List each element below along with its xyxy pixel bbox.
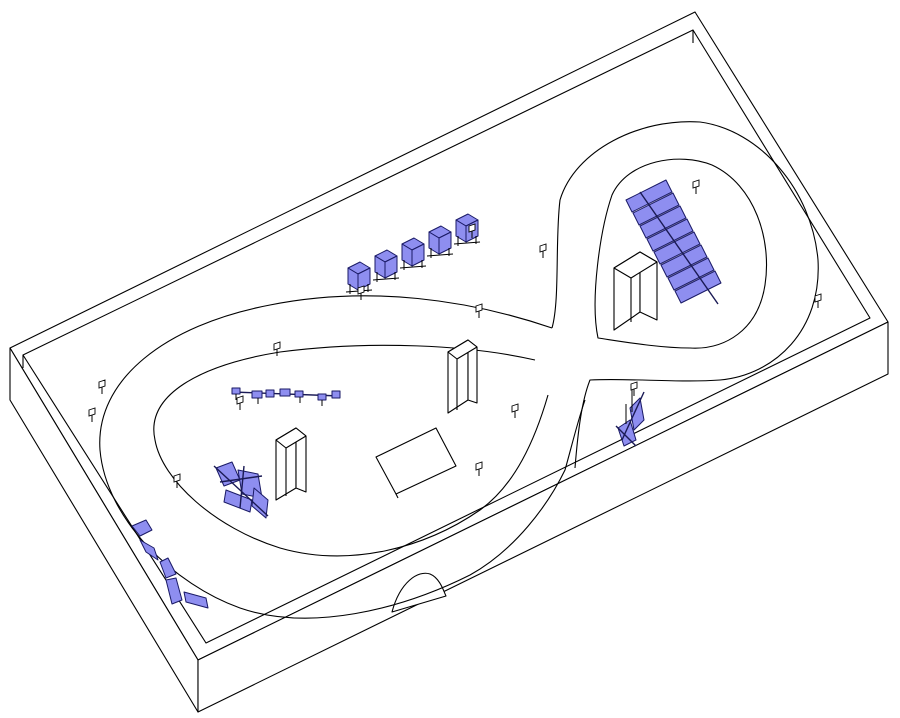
booth-module xyxy=(372,249,400,282)
debris-left-wall xyxy=(131,519,209,609)
booth-row xyxy=(345,213,481,294)
sign-post xyxy=(475,461,483,476)
track-outer-right-loop xyxy=(551,121,819,469)
sign-post xyxy=(236,395,244,410)
solar-panel xyxy=(660,244,708,278)
booth-module xyxy=(345,261,373,294)
solar-panel xyxy=(674,270,722,304)
panel-array xyxy=(625,179,722,305)
track-inner-left-loop xyxy=(153,344,549,557)
tall-block-right-island xyxy=(613,251,658,331)
sign-post xyxy=(173,473,181,488)
solar-panel xyxy=(625,179,673,213)
sign-post xyxy=(630,381,638,396)
solar-panel xyxy=(632,192,680,226)
truss-beam xyxy=(231,387,341,406)
track-tunnel xyxy=(391,572,447,613)
sign-post xyxy=(98,379,106,394)
flat-slab xyxy=(375,427,457,495)
sign-post xyxy=(475,303,483,318)
sign-post xyxy=(88,407,96,422)
sign-posts xyxy=(88,179,822,488)
scrap-cluster-left xyxy=(213,461,269,519)
sign-post xyxy=(511,403,519,418)
enclosure-front-face xyxy=(197,321,889,713)
booth-module xyxy=(453,213,481,246)
panel-axle xyxy=(639,191,719,305)
solar-panel xyxy=(667,257,715,291)
sign-post xyxy=(814,293,822,308)
solar-panel xyxy=(653,231,701,265)
tall-block-left xyxy=(275,427,307,501)
sign-post xyxy=(692,179,700,194)
tall-block-center xyxy=(447,339,478,414)
sign-post xyxy=(273,341,281,356)
flat-slab-edge xyxy=(395,493,399,499)
solar-panel xyxy=(639,205,687,239)
scrap-cluster-right xyxy=(615,384,645,447)
sign-post xyxy=(357,285,365,300)
sign-post xyxy=(539,243,547,258)
booth-module xyxy=(426,225,454,258)
sign-post xyxy=(468,223,476,238)
track-inner-right-loop xyxy=(594,158,768,349)
booth-module xyxy=(399,237,427,270)
